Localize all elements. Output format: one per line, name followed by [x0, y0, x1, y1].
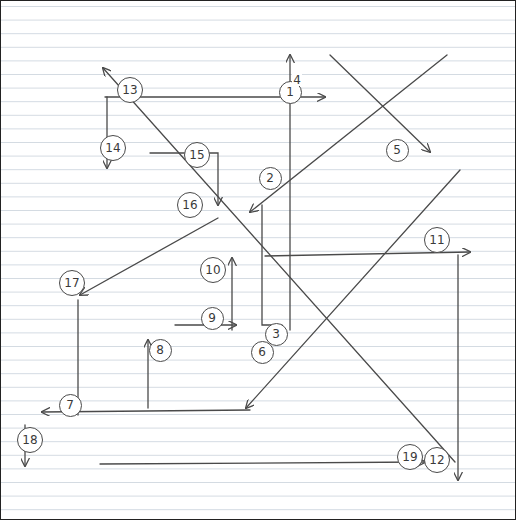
callout-circle: 9 [201, 307, 224, 330]
callout-number: 2 [266, 172, 274, 184]
callout-number: 13 [122, 84, 137, 96]
callout-circle: 6 [251, 341, 274, 364]
pencil-arrows [25, 55, 470, 480]
callout-circle: 13 [117, 77, 143, 103]
callout-circle: 18 [17, 427, 43, 453]
callout-number: 17 [64, 277, 79, 289]
callout-circle: 8 [149, 339, 172, 362]
callout-number: 15 [189, 149, 204, 161]
callout-circle: 19 [397, 444, 423, 470]
callout-number: 16 [182, 199, 197, 211]
callout-number: 4 [292, 74, 302, 86]
callout-circle: 14 [100, 135, 126, 161]
callout-circle: 10 [200, 257, 226, 283]
callout-circle: 16 [177, 192, 203, 218]
callout-circle: 2 [259, 167, 282, 190]
callout-number: 10 [205, 264, 220, 276]
callout-number: 6 [258, 346, 266, 358]
callout-number: 9 [208, 312, 216, 324]
callout-circle: 7 [59, 394, 82, 417]
callout-number: 3 [272, 328, 280, 340]
callout-number: 18 [22, 434, 37, 446]
callout-number: 8 [156, 344, 164, 356]
callout-circle: 17 [59, 270, 85, 296]
callout-number: 1 [286, 86, 294, 98]
callout-circle: 15 [184, 142, 210, 168]
callout-circle: 12 [424, 447, 450, 473]
callout-circle: 5 [386, 139, 409, 162]
callout-number: 7 [66, 399, 74, 411]
callout-circle: 11 [424, 227, 450, 253]
callout-number: 5 [393, 144, 401, 156]
callout-number: 14 [105, 142, 120, 154]
callout-number: 19 [402, 451, 417, 463]
callout-number: 11 [429, 234, 444, 246]
callout-number: 12 [429, 454, 444, 466]
